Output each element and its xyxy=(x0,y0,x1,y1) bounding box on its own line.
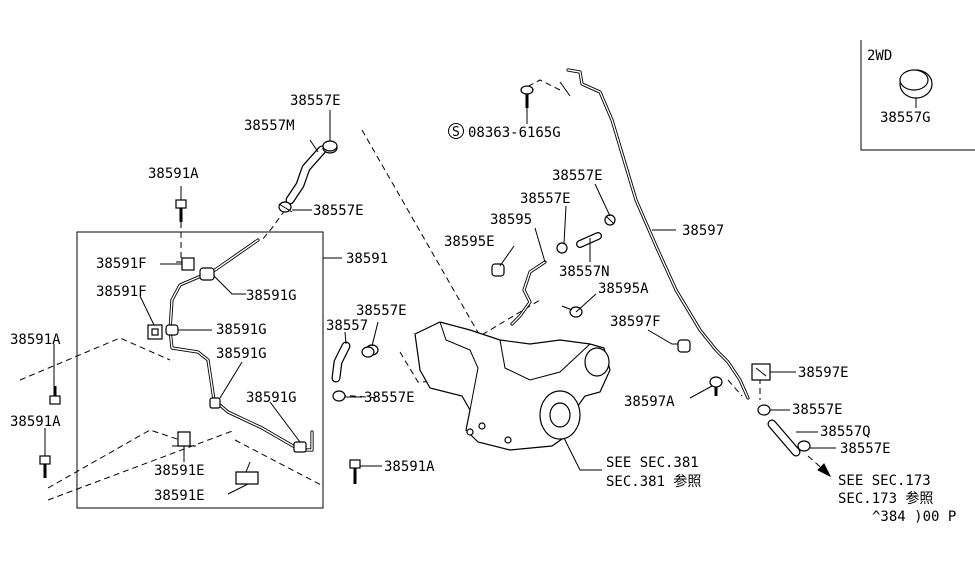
label-38557E-8: 38557E xyxy=(840,441,891,457)
clamp-38557E-center-2[interactable] xyxy=(556,242,568,254)
clip-38597E[interactable] xyxy=(751,363,771,381)
label-38557M: 38557M xyxy=(244,118,295,134)
bolt-08363-6165G[interactable] xyxy=(520,85,534,108)
label-38591E-2: 38591E xyxy=(154,488,205,504)
label-38595: 38595 xyxy=(490,212,532,228)
bolt-38595A[interactable] xyxy=(561,305,583,318)
label-08363-6165G: 08363-6165G xyxy=(468,125,561,141)
bracket-38591E-2[interactable] xyxy=(235,461,259,485)
cap-38595E[interactable] xyxy=(491,263,505,277)
label-38591G-3: 38591G xyxy=(216,346,267,362)
label-2wd: 2WD xyxy=(867,48,892,64)
label-38557E-7: 38557E xyxy=(792,402,843,418)
part-labels: 38557E 38557M 38557E 38591A 38591 38591F… xyxy=(10,48,956,525)
label-38597E: 38597E xyxy=(798,365,849,381)
ref-sec173-line2: SEC.173 参照 xyxy=(838,490,933,507)
clamp-38557E-mid[interactable] xyxy=(278,201,293,213)
bolt-38591A-left2[interactable] xyxy=(39,455,51,478)
s-symbol: S xyxy=(452,125,460,140)
clamp-38591G-4[interactable] xyxy=(293,441,307,453)
label-38557G: 38557G xyxy=(880,110,931,126)
ref-sec381-line1: SEE SEC.381 xyxy=(606,455,699,471)
label-38557E-top: 38557E xyxy=(290,93,341,109)
breather-38595[interactable] xyxy=(510,260,547,326)
clamp-38591G-3[interactable] xyxy=(209,397,221,409)
inset-frame-2wd xyxy=(860,40,975,151)
label-38595E: 38595E xyxy=(444,234,495,250)
s-symbol-circle xyxy=(448,123,464,139)
label-38591G-4: 38591G xyxy=(246,390,297,406)
breather-hose-38591[interactable] xyxy=(168,238,314,452)
clamp-38557E-center-1[interactable] xyxy=(604,214,616,226)
diagram-code: ^384 )00 P xyxy=(872,509,956,525)
label-38557E-6: 38557E xyxy=(520,191,571,207)
clamp-38591G-1[interactable] xyxy=(199,267,215,281)
label-38591E-1: 38591E xyxy=(154,463,205,479)
label-38557E-4: 38557E xyxy=(364,390,415,406)
label-38557E-2: 38557E xyxy=(313,203,364,219)
label-38591G-2: 38591G xyxy=(216,322,267,338)
label-38557E-5: 38557E xyxy=(552,168,603,184)
label-38591F-1: 38591F xyxy=(96,256,147,272)
label-38597: 38597 xyxy=(682,223,724,239)
clip-38591F-2[interactable] xyxy=(147,324,163,340)
hose-38557N[interactable] xyxy=(576,232,602,248)
label-38595A: 38595A xyxy=(598,281,649,297)
clamp-38557E-right-1[interactable] xyxy=(757,404,771,416)
breather-tube-38597[interactable] xyxy=(566,68,750,400)
cap-38597F[interactable] xyxy=(677,339,691,353)
label-38591A-3: 38591A xyxy=(10,414,61,430)
clamp-38591G-2[interactable] xyxy=(165,324,179,336)
leader-lines xyxy=(44,98,917,495)
label-38591A-1: 38591A xyxy=(148,166,199,182)
clamp-38557E-diff-upper[interactable] xyxy=(361,344,379,358)
label-38591A-4: 38591A xyxy=(384,459,435,475)
clip-38591F-1[interactable] xyxy=(176,257,195,271)
dashed-guide-lines xyxy=(19,79,761,501)
label-38591G-1: 38591G xyxy=(246,288,297,304)
label-38557N: 38557N xyxy=(559,264,610,280)
label-38597F: 38597F xyxy=(610,314,661,330)
hose-38557M[interactable] xyxy=(285,145,327,205)
label-38557: 38557 xyxy=(326,318,368,334)
arrow-sec173 xyxy=(807,455,832,478)
bolt-38591A-left1[interactable] xyxy=(49,386,61,405)
assembly-frame-38591 xyxy=(76,231,324,509)
clamp-38557E-diff-lower[interactable] xyxy=(332,390,346,402)
ref-sec173-line1: SEE SEC.173 xyxy=(838,473,931,489)
label-38591F-2: 38591F xyxy=(96,284,147,300)
label-38597A: 38597A xyxy=(624,394,675,410)
hose-38557[interactable] xyxy=(331,341,351,383)
ref-sec381-line2: SEC.381 参照 xyxy=(606,473,701,490)
clamp-38557E-top[interactable] xyxy=(322,140,338,154)
dashed-hose-link xyxy=(261,209,286,241)
tube-end-hook xyxy=(559,81,571,97)
bolt-38591A-top[interactable] xyxy=(175,199,187,222)
label-38591A-2: 38591A xyxy=(10,332,61,348)
label-38557E-3: 38557E xyxy=(356,303,407,319)
bolt-38591A-bottom[interactable] xyxy=(349,459,361,484)
differential-housing[interactable] xyxy=(414,321,611,451)
label-38557Q: 38557Q xyxy=(820,424,871,440)
clamp-38557E-right-2[interactable] xyxy=(797,440,811,452)
hose-38557Q[interactable] xyxy=(767,419,801,457)
label-38591: 38591 xyxy=(346,251,388,267)
cap-38557G[interactable] xyxy=(899,69,933,99)
bolt-38597A[interactable] xyxy=(709,376,723,396)
